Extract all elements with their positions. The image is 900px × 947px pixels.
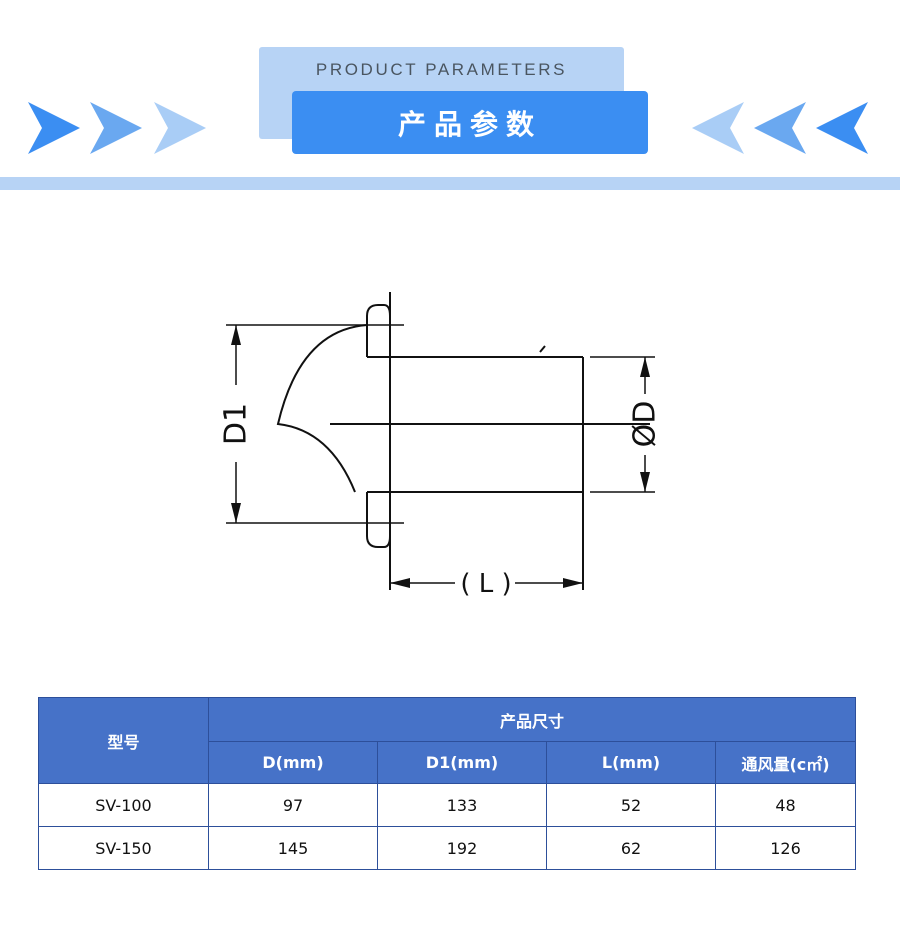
right-chevrons-icon [692,102,868,154]
model-cell: SV-150 [38,826,209,870]
header-title-panel: 产品参数 [292,91,648,154]
table-row: SV-100 97 133 52 48 [38,783,857,827]
column-header-l: L(mm) [546,741,716,784]
table-row: SV-150 145 192 62 126 [38,826,857,870]
airflow-cell: 48 [714,783,857,827]
header-divider-bar [0,177,900,190]
table-header-row: 型号 产品尺寸 [38,697,857,784]
header-subtitle: PRODUCT PARAMETERS [315,60,568,79]
airflow-cell: 126 [714,826,857,870]
product-size-table: 型号 产品尺寸 D(mm) D1(mm) L(mm) 通风量(c㎡) SV-10… [38,697,857,870]
d-cell: 97 [208,783,378,827]
table-subheader-row: D(mm) D1(mm) L(mm) 通风量(c㎡) [39,741,857,784]
d1-cell: 133 [377,783,547,827]
l-cell: 52 [546,783,716,827]
size-group-header: 产品尺寸 [207,697,857,742]
product-dimension-drawing: D1 ØD ( L ) [219,292,663,599]
header-title: 产品参数 [397,107,542,141]
label-d1: D1 [219,403,254,445]
column-header-airflow: 通风量(c㎡) [714,741,857,784]
l-cell: 62 [546,826,716,870]
model-cell: SV-100 [38,783,209,827]
left-chevrons-icon [28,102,206,154]
label-length-l: ( L ) [460,569,511,599]
model-header: 型号 [38,697,209,784]
column-header-d: D(mm) [208,741,378,784]
d1-cell: 192 [377,826,547,870]
d-cell: 145 [208,826,378,870]
column-header-d1: D1(mm) [377,741,547,784]
label-diameter-d: ØD [628,401,663,448]
